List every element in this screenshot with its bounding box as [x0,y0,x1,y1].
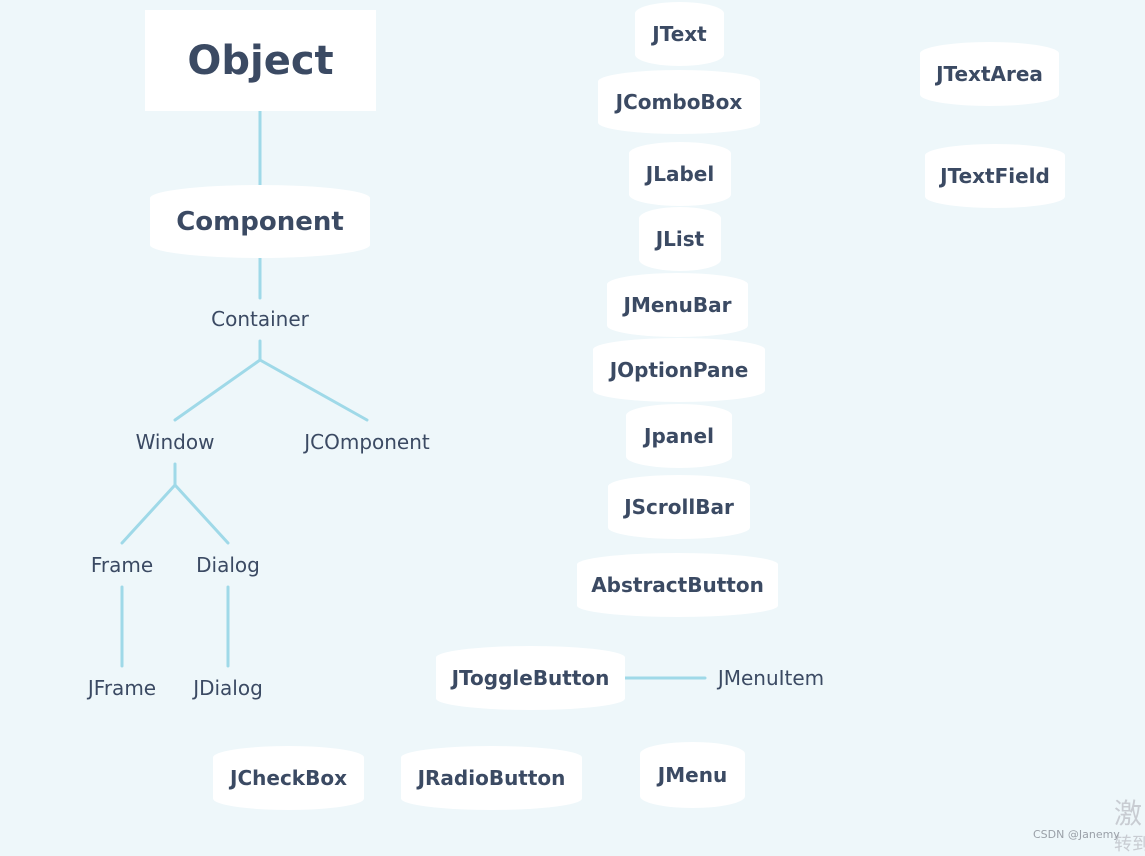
node-component: Component [150,185,370,258]
node-jradiobutton: JRadioButton [401,746,582,810]
edge-window-dialog [173,483,230,545]
edge-container-window [173,358,262,422]
edge-window-frame [120,483,177,545]
node-jtextarea: JTextArea [920,42,1059,106]
node-jlabel: JLabel [629,142,731,206]
node-abstractbutton: AbstractButton [577,553,778,617]
node-jmenuitem: JMenuItem [717,666,825,690]
node-jtextfield: JTextField [925,144,1065,208]
node-object: Object [145,10,376,111]
watermark-chinese-2: 转到 [1114,834,1145,855]
watermark-chinese: 激 [1114,797,1143,830]
node-jcomponent: JCOmponent [304,430,430,454]
node-joptionpane: JOptionPane [593,338,765,402]
node-jmenu: JMenu [640,742,745,808]
node-jcheckbox: JCheckBox [213,746,364,810]
node-jmenubar: JMenuBar [607,273,748,337]
edge-container-jcomponent [258,358,369,422]
watermark-csdn: CSDN @Janemy [1033,828,1120,841]
node-container: Container [211,307,309,331]
node-dialog: Dialog [196,553,260,577]
node-jcombobox: JComboBox [598,70,760,134]
node-frame: Frame [90,553,154,577]
node-jframe: JFrame [87,676,157,700]
node-jpanel: Jpanel [626,404,732,468]
node-jtogglebutton: JToggleButton [436,646,625,710]
node-jtext: JText [635,2,724,66]
node-jscrollbar: JScrollBar [608,475,750,539]
node-jlist: JList [639,207,721,271]
node-window: Window [135,430,215,454]
node-jdialog: JDialog [193,676,263,700]
